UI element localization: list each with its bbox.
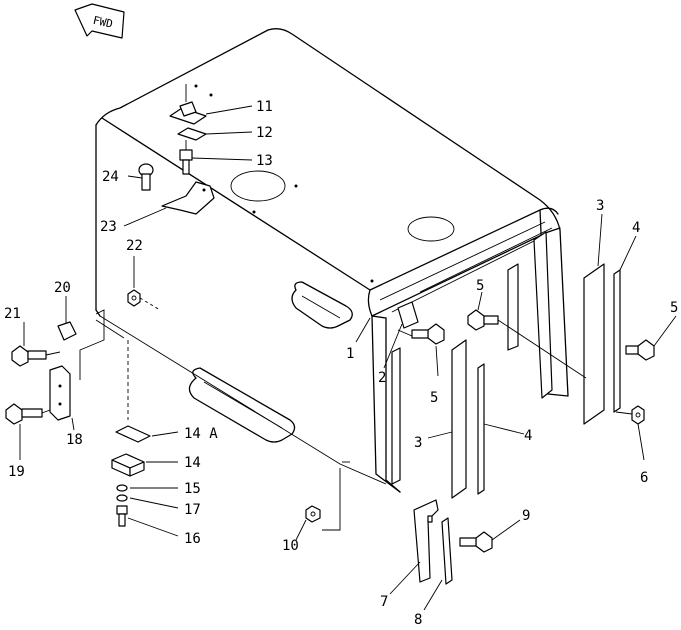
- callout-3-front: 3: [414, 435, 422, 451]
- cover-body: [95, 28, 569, 531]
- plate-14a: [115, 425, 151, 443]
- callout-9: 9: [522, 508, 530, 524]
- callout-14a: 14 A: [184, 426, 218, 442]
- callout-7: 7: [380, 594, 388, 610]
- callout-18: 18: [66, 432, 83, 448]
- callout-2: 2: [378, 370, 386, 386]
- washer-17: [116, 494, 128, 502]
- callout-4-front: 4: [524, 428, 532, 444]
- bolt-9: [459, 531, 493, 553]
- bolt-24: [138, 163, 154, 191]
- callout-1: 1: [346, 346, 354, 362]
- callout-19: 19: [8, 464, 25, 480]
- block-14: [111, 453, 145, 477]
- clip-20: [57, 321, 77, 341]
- rear-bracket-panel: [507, 231, 553, 399]
- bracket-18: [49, 365, 71, 421]
- panel-3-front: [451, 339, 467, 499]
- nut-10: [305, 505, 321, 523]
- callout-4-rear: 4: [632, 220, 640, 236]
- callout-8: 8: [414, 612, 422, 625]
- bolt-21: [11, 345, 47, 367]
- callout-11: 11: [256, 99, 273, 115]
- callout-6: 6: [640, 470, 648, 486]
- bolt-13: [179, 149, 193, 175]
- bolt-5a: [467, 309, 499, 331]
- plate-2: [397, 301, 419, 329]
- nut-6: [631, 405, 645, 425]
- panel-3-rear: [583, 263, 605, 425]
- bracket-11: [169, 101, 207, 125]
- strip-4-front: [477, 363, 485, 495]
- callout-24: 24: [102, 169, 119, 185]
- callout-13: 13: [256, 153, 273, 169]
- callout-10: 10: [282, 538, 299, 554]
- bolt-16: [116, 505, 128, 527]
- strip-8: [441, 517, 453, 585]
- leader-lines: [19, 105, 677, 611]
- fwd-label: FWD: [92, 14, 114, 31]
- callout-labels: 11 12 13 24 23 22 20 21 18 19 14 A 14 15…: [4, 99, 678, 628]
- callout-16: 16: [184, 531, 201, 547]
- callout-5-middle: 5: [430, 390, 438, 406]
- callout-17: 17: [184, 502, 201, 518]
- clamp-23: [161, 181, 215, 215]
- bolt-19: [5, 403, 43, 425]
- callout-5-upper: 5: [476, 278, 484, 294]
- callout-15: 15: [184, 481, 201, 497]
- washer-15: [116, 484, 128, 492]
- side-strip-panel: [391, 347, 401, 485]
- callout-12: 12: [256, 125, 273, 141]
- shim-12: [177, 127, 207, 141]
- callout-23: 23: [100, 219, 117, 235]
- bolt-5c: [625, 339, 655, 361]
- nut-22: [127, 289, 141, 307]
- callout-5-right: 5: [670, 300, 678, 316]
- callout-14: 14: [184, 455, 201, 471]
- callout-20: 20: [54, 280, 71, 296]
- callout-21: 21: [4, 306, 21, 322]
- fwd-arrow-icon: FWD: [74, 3, 125, 39]
- callout-3-rear: 3: [596, 198, 604, 214]
- bracket-7: [413, 499, 439, 583]
- strip-4-rear: [613, 269, 621, 413]
- bolt-5b: [411, 323, 445, 345]
- callout-22: 22: [126, 238, 143, 254]
